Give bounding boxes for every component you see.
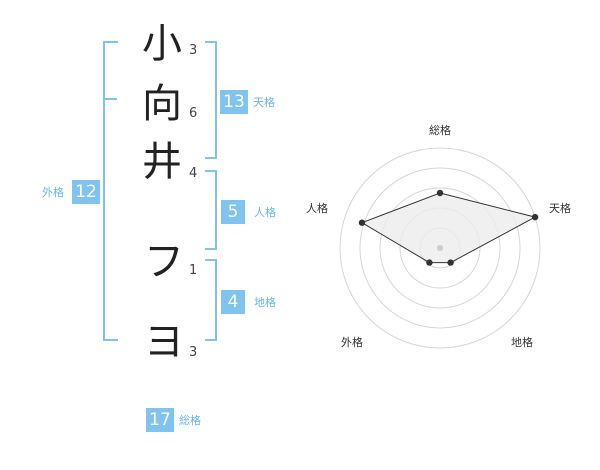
stroke-count-3: 4 bbox=[189, 166, 198, 181]
chikaku-bracket bbox=[205, 259, 217, 341]
radar-label-jinkaku: 人格 bbox=[306, 202, 328, 215]
radar-label-soukaku: 総格 bbox=[429, 124, 451, 137]
soukaku-label: 総格 bbox=[179, 414, 201, 427]
radar-point-4 bbox=[426, 259, 433, 266]
name-char-2: 向 bbox=[142, 81, 182, 127]
radar-polygon bbox=[360, 192, 537, 264]
radar-label-gaikaku: 外格 bbox=[341, 336, 363, 349]
radar-points bbox=[358, 189, 539, 266]
name-char-4: フ bbox=[144, 239, 184, 285]
jinkaku-label: 人格 bbox=[254, 206, 276, 219]
jinkaku-value: 5 bbox=[221, 200, 245, 224]
radar-point-3 bbox=[447, 259, 454, 266]
radar-center-dot bbox=[437, 245, 443, 251]
tenkaku-value: 13 bbox=[220, 90, 248, 114]
gaikaku-bracket-tick bbox=[103, 98, 117, 100]
stroke-count-1: 3 bbox=[189, 43, 198, 58]
gaikaku-bracket bbox=[103, 41, 118, 341]
radar-chart bbox=[339, 147, 541, 349]
radar-ring bbox=[359, 167, 521, 329]
radar-point-5 bbox=[358, 219, 366, 226]
radar-point-2 bbox=[531, 213, 539, 221]
soukaku-value: 17 bbox=[146, 408, 174, 432]
gaikaku-label: 外格 bbox=[42, 186, 64, 199]
stroke-count-2: 6 bbox=[189, 106, 198, 121]
radar-label-chikaku: 地格 bbox=[511, 336, 533, 349]
name-char-3: 井 bbox=[142, 139, 182, 185]
tenkaku-bracket bbox=[205, 41, 217, 159]
radar-ring bbox=[379, 187, 501, 309]
radar-point-1 bbox=[436, 189, 444, 197]
tenkaku-label: 天格 bbox=[253, 96, 275, 109]
name-char-5: ヨ bbox=[144, 319, 184, 365]
stroke-count-4: 1 bbox=[189, 263, 198, 278]
radar-ring bbox=[339, 147, 541, 349]
name-char-1: 小 bbox=[142, 21, 182, 67]
radar-label-tenkaku: 天格 bbox=[549, 202, 571, 215]
jinkaku-bracket bbox=[205, 170, 217, 250]
stroke-count-5: 3 bbox=[189, 345, 198, 360]
chikaku-label: 地格 bbox=[254, 296, 276, 309]
chikaku-value: 4 bbox=[221, 290, 245, 314]
gaikaku-value: 12 bbox=[72, 180, 100, 204]
